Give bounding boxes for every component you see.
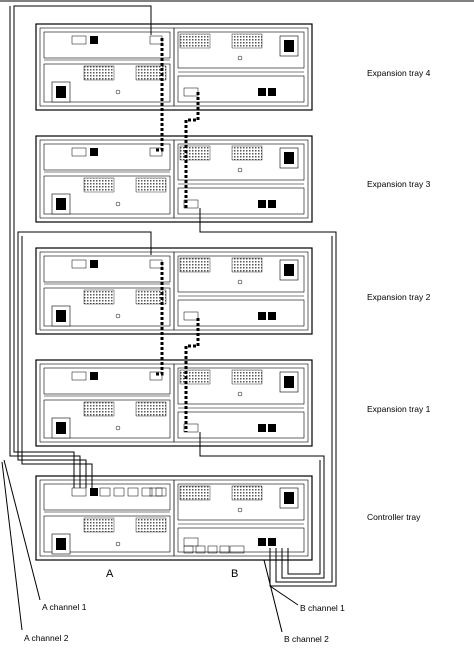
label-controller-tray: Controller tray — [367, 512, 421, 522]
label-expansion-tray-3: Expansion tray 3 — [367, 179, 431, 189]
label-expansion-tray-4: Expansion tray 4 — [367, 68, 431, 78]
tray-expansion-tray-1 — [35, 359, 313, 447]
cable-b-channel-2 — [199, 432, 325, 579]
tray-controller-tray — [35, 475, 313, 561]
label-expansion-tray-1: Expansion tray 1 — [367, 404, 431, 414]
tray-expansion-tray-4 — [35, 23, 313, 111]
tray-expansion-tray-3 — [35, 135, 313, 223]
label-a-channel-1: A channel 1 — [42, 602, 87, 612]
leader-b-channel-2 — [263, 559, 283, 633]
leader-a-channel-1 — [3, 459, 41, 601]
label-b-channel-2: B channel 2 — [284, 634, 329, 644]
label-a-channel-2: A channel 2 — [24, 633, 69, 643]
daisy-chain-cables — [155, 38, 200, 432]
label-side-b: B — [231, 568, 239, 580]
tray-expansion-tray-2 — [35, 247, 313, 335]
leader-a-channel-2 — [1, 461, 23, 631]
leader-b-channel-1 — [269, 585, 299, 606]
label-b-channel-1: B channel 1 — [300, 603, 345, 613]
cables — [1, 5, 337, 633]
cable-a-channel-2 — [17, 231, 152, 488]
jumper-b-2-1 — [184, 318, 200, 432]
label-side-a: A — [106, 568, 114, 580]
cable-a-channel-1 — [9, 5, 152, 488]
jumper-a-4-3 — [155, 38, 164, 152]
tray-stack — [35, 23, 313, 561]
cable-b-channel-1 — [199, 208, 337, 587]
jumper-a-2-1 — [155, 262, 164, 376]
label-expansion-tray-2: Expansion tray 2 — [367, 292, 431, 302]
